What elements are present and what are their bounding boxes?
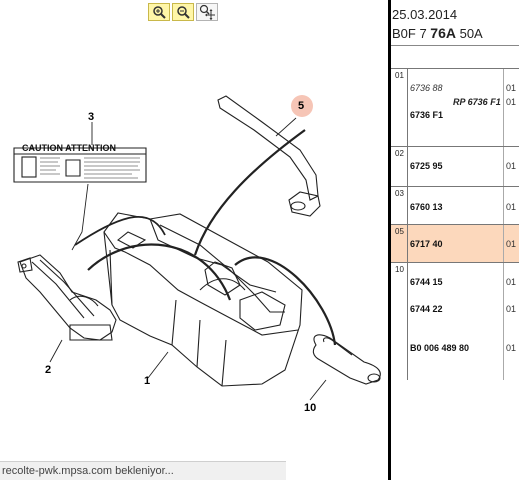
part-quantity: 01 (506, 343, 517, 353)
parts-row-10[interactable]: 10 6744 15 01 6744 22 01 B0 006 489 80 01 (391, 262, 519, 380)
parts-diagram[interactable]: CAUTION ATTENTION 3 5 2 1 10 recolte-pwk… (0, 0, 388, 480)
column-separator (407, 263, 408, 380)
vehicle-reference: B0F 7 76A 50A (392, 25, 483, 41)
callout-1[interactable]: 1 (144, 375, 151, 387)
callout-3[interactable]: 3 (88, 111, 95, 123)
zoom-in-icon (153, 6, 166, 19)
callout-10[interactable]: 10 (304, 402, 317, 414)
parts-row-03[interactable]: 03 6760 13 01 (391, 186, 519, 224)
part-number[interactable]: 6744 22 (410, 304, 443, 314)
zoom-in-button[interactable] (148, 3, 170, 21)
part-quantity: 01 (506, 97, 517, 107)
exploded-view-drawing: CAUTION ATTENTION (13, 95, 381, 401)
part-number[interactable]: RP 6736 F1 (453, 97, 501, 107)
panel-divider[interactable] (388, 0, 391, 480)
header-divider (391, 45, 519, 46)
part-number[interactable]: 6760 13 (410, 202, 443, 212)
column-separator (407, 225, 408, 262)
column-separator (503, 225, 504, 262)
part-quantity: 01 (506, 304, 517, 314)
part-quantity: 01 (506, 277, 517, 287)
column-separator (407, 187, 408, 224)
part-number[interactable]: 6736 88 (410, 83, 443, 93)
column-separator (407, 69, 408, 146)
part-quantity: 01 (506, 83, 517, 93)
pan-button[interactable] (196, 3, 218, 21)
part-quantity: 01 (506, 202, 517, 212)
column-separator (503, 263, 504, 380)
parts-row-02[interactable]: 02 6725 95 01 (391, 146, 519, 186)
part-number[interactable]: 6717 40 (410, 239, 443, 249)
column-separator (503, 187, 504, 224)
part-number[interactable]: 6736 F1 (410, 110, 444, 120)
row-index: 05 (395, 227, 404, 236)
column-separator (503, 69, 504, 146)
row-index: 03 (395, 189, 404, 198)
status-bar: recolte-pwk.mpsa.com bekleniyor... (0, 461, 286, 480)
callout-5[interactable]: 5 (298, 100, 305, 112)
row-index: 02 (395, 149, 404, 158)
zoom-out-button[interactable] (172, 3, 194, 21)
caution-label-text: CAUTION ATTENTION (22, 143, 116, 153)
catalog-date: 25.03.2014 (392, 7, 458, 22)
part-number[interactable]: 6744 15 (410, 277, 443, 287)
part-quantity: 01 (506, 161, 517, 171)
column-separator (503, 147, 504, 186)
zoom-out-icon (177, 6, 190, 19)
pan-icon (199, 4, 215, 20)
callout-2[interactable]: 2 (45, 364, 52, 376)
row-index: 01 (395, 71, 404, 80)
part-quantity: 01 (506, 239, 517, 249)
diagram-toolbar (148, 3, 218, 21)
part-number[interactable]: B0 006 489 80 (410, 343, 470, 353)
parts-row-05[interactable]: 05 6717 40 01 (391, 224, 519, 262)
part-number[interactable]: 6725 95 (410, 161, 443, 171)
row-index: 10 (395, 265, 404, 274)
parts-list-panel: 25.03.2014 B0F 7 76A 50A 01 6736 88 01 RP 6… (391, 0, 519, 480)
column-separator (407, 147, 408, 186)
callout-highlight (291, 95, 313, 117)
parts-row-01[interactable]: 01 6736 88 01 RP 6736 F1 01 6736 F1 (391, 68, 519, 146)
